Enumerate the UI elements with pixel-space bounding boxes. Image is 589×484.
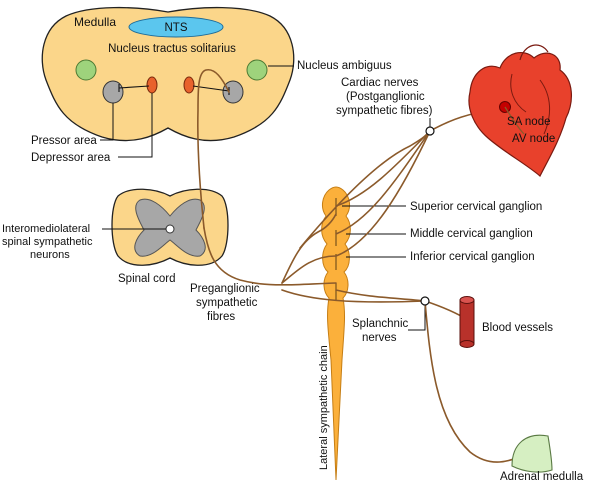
splanchnic-lower-trunk (281, 289, 426, 303)
central-canal (165, 224, 175, 234)
preganglionic-label-2: sympathetic (196, 297, 258, 309)
chain-ascending-fibre-2 (281, 255, 337, 284)
spinal-cord (111, 188, 229, 266)
descending-medulla-fibre (197, 68, 230, 229)
blood-vessels-label: Blood vessels (482, 322, 553, 334)
cardiac-nerve-middle (335, 130, 431, 235)
inferior-cervical-ganglion-label: Inferior cervical ganglion (410, 251, 535, 263)
depressor-area-leader (118, 93, 153, 158)
av-node-label: AV node (512, 133, 555, 145)
nucleus-ambiguus-left (75, 59, 97, 81)
adrenal-medulla-label: Adrenal medulla (500, 471, 584, 483)
pressor-area-leader (100, 103, 114, 141)
splanchnic-junction-node (420, 296, 430, 306)
depressor-area-right (183, 76, 195, 94)
cardiac-nerves-label-2: (Postganglionic (346, 91, 425, 103)
splanchnic-trunk (335, 289, 426, 302)
blood-vessel-body (459, 299, 475, 345)
preganglionic-fibre (203, 227, 337, 286)
aortic-arch (519, 44, 549, 61)
blood-vessel-bottom (459, 340, 475, 348)
blood-vessel-top (459, 296, 475, 304)
nts-label: NTS (165, 22, 188, 34)
nucleus-tractus-solitarius-label: Nucleus tractus solitarius (108, 43, 236, 55)
cardiac-junction-node (425, 126, 435, 136)
heart-shape (468, 51, 572, 177)
preganglionic-label-3: fibres (207, 311, 235, 323)
superior-cervical-ganglion-label: Superior cervical ganglion (410, 201, 542, 213)
lateral-sympathetic-chain-label: Lateral sympathetic chain (318, 345, 330, 470)
cardiac-nerves-label-3: sympathetic fibres) (336, 105, 433, 117)
cardiac-nerve-superior (335, 130, 431, 207)
splanchnic-label-2: nerves (362, 332, 397, 344)
nts-oval (128, 16, 224, 38)
intermediolateral-label-3: neurons (30, 249, 70, 261)
nucleus-ambiguus-label: Nucleus ambiguus (297, 60, 392, 72)
adrenal-medulla (511, 434, 553, 473)
adrenal-medulla-shape (511, 434, 553, 473)
medulla-outline (41, 6, 295, 142)
spinal-cord-label: Spinal cord (118, 273, 176, 285)
nucleus-ambiguus-right (246, 59, 268, 81)
cardiac-nerves-label-1: Cardiac nerves (341, 77, 419, 89)
depressor-area-label: Depressor area (31, 152, 111, 164)
pressor-area-left (102, 80, 124, 104)
intermediolateral-label-2: spinal sympathetic (2, 236, 93, 248)
middle-cervical-ganglion-label: Middle cervical ganglion (410, 228, 533, 240)
chain-ascending-fibre-1 (281, 213, 337, 284)
cardiac-nerve-upper-loop (299, 130, 431, 249)
splanchnic-label-1: Splanchnic (352, 318, 409, 330)
intermediolateral-label-1: Interomediolateral (2, 223, 90, 235)
pressor-area-label: Pressor area (31, 135, 97, 147)
splanchnic-leader (408, 306, 426, 331)
medulla: Medulla NTS Nucleus tractus solitarius (41, 6, 295, 142)
blood-vessel (459, 296, 475, 348)
sa-node-label: SA node (507, 116, 550, 128)
pressor-area-right (222, 80, 244, 104)
medulla-title: Medulla (74, 15, 116, 29)
adrenal-branch (424, 300, 526, 463)
heart-vessel-detail (510, 73, 550, 135)
nerve-fibres (197, 68, 527, 463)
preganglionic-label-1: Preganglionic (190, 283, 260, 295)
cardiac-nerve-inferior (335, 130, 431, 257)
conduction-path (504, 106, 525, 135)
heart (468, 44, 572, 177)
depressor-area-left (146, 76, 158, 94)
sympathetic-chain-shape (321, 186, 351, 481)
